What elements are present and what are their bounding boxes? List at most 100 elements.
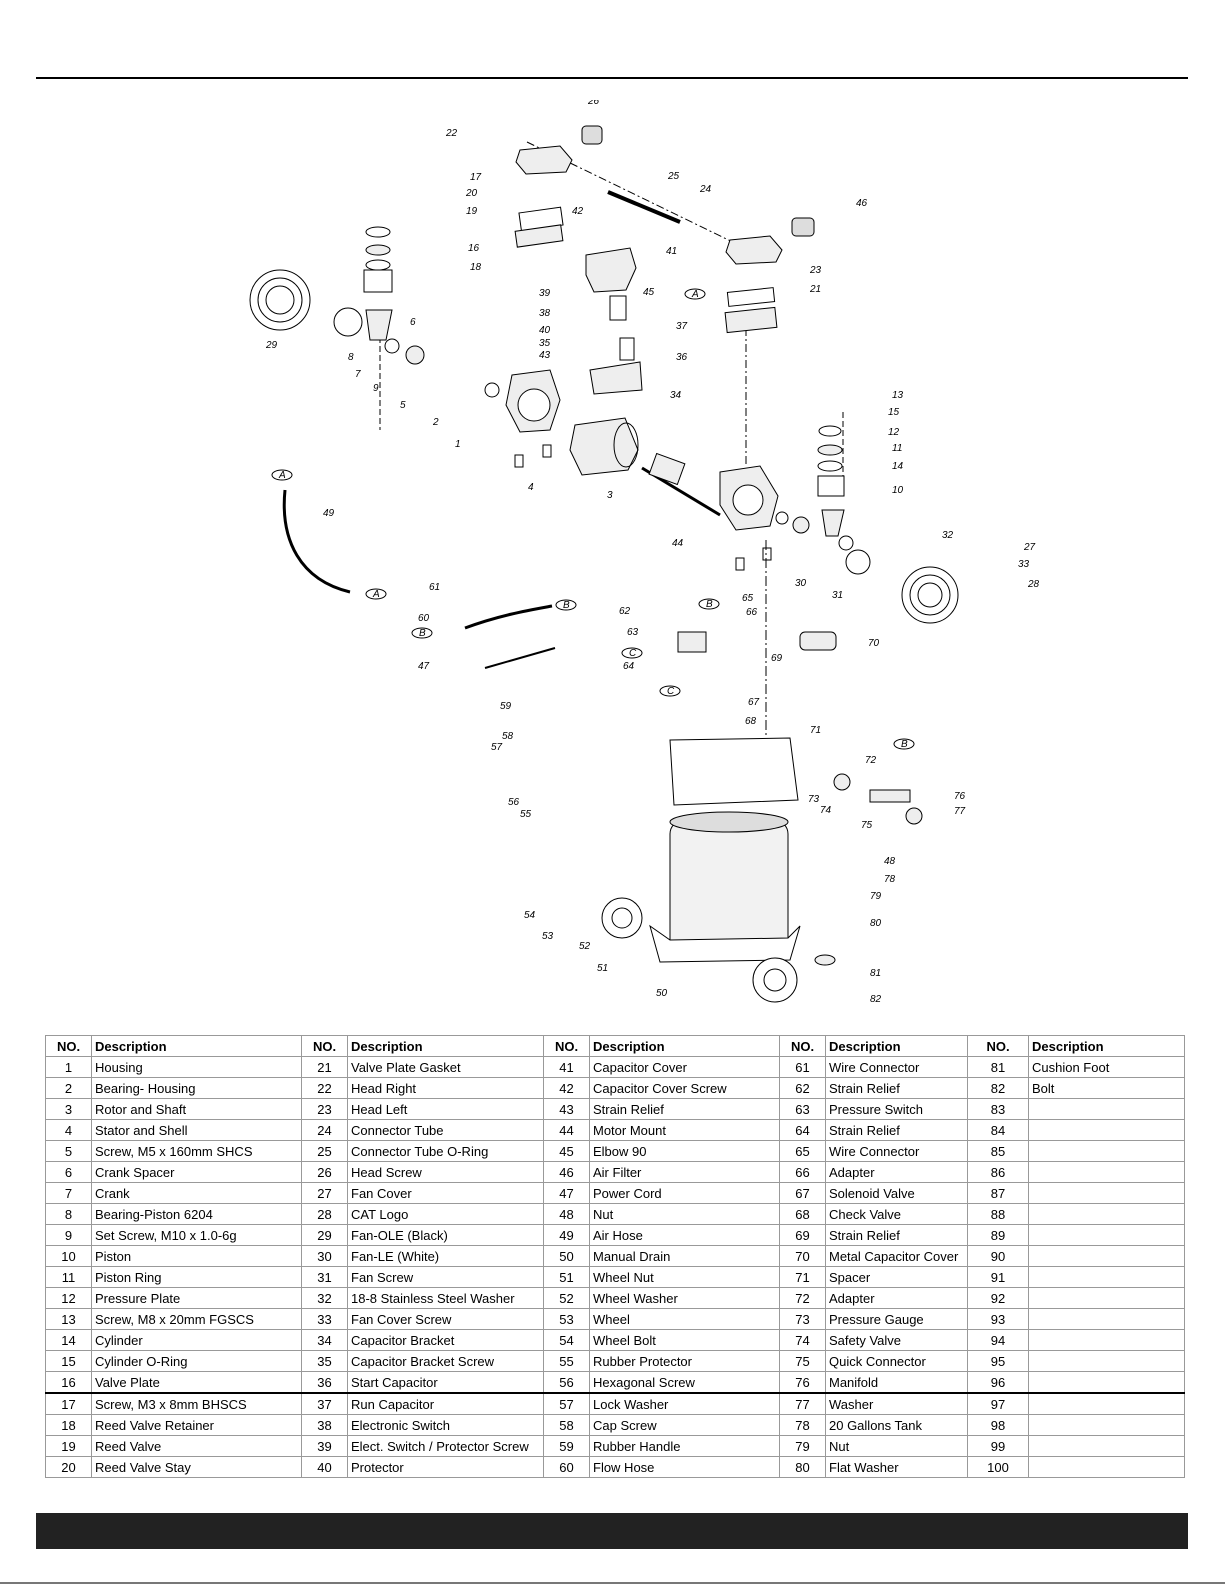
- part-description: Connector Tube: [347, 1119, 544, 1141]
- connector-tag: B: [893, 738, 915, 750]
- part-description: [1028, 1329, 1185, 1351]
- part-callout: 38: [539, 308, 551, 319]
- part-callout: 55: [520, 809, 532, 820]
- part-number: 90: [967, 1245, 1029, 1267]
- part-callout: 77: [954, 806, 966, 817]
- part-number: 82: [967, 1077, 1029, 1099]
- part-description: Manual Drain: [589, 1245, 780, 1267]
- connector-label: B: [419, 628, 426, 639]
- part-description: Bolt: [1028, 1077, 1185, 1099]
- header-no: NO.: [779, 1035, 826, 1057]
- footer-bar: [36, 1513, 1188, 1549]
- part-number: 47: [543, 1182, 590, 1204]
- part-description: Adapter: [825, 1161, 968, 1183]
- part-number: 6: [45, 1161, 92, 1183]
- part-description: Adapter: [825, 1287, 968, 1309]
- part-number: 20: [45, 1456, 92, 1478]
- part-description: Reed Valve Stay: [91, 1456, 302, 1478]
- part-callout: 18: [470, 262, 482, 273]
- part-callout: 64: [623, 661, 635, 672]
- part-description: Reed Valve Retainer: [91, 1414, 302, 1436]
- part-number: 84: [967, 1119, 1029, 1141]
- part-number: 17: [45, 1392, 92, 1415]
- part-number: 86: [967, 1161, 1029, 1183]
- part-number: 46: [543, 1161, 590, 1183]
- part-description: Check Valve: [825, 1203, 968, 1225]
- part-description: Fan-OLE (Black): [347, 1224, 544, 1246]
- part-description: Bearing- Housing: [91, 1077, 302, 1099]
- part-callout: 14: [892, 461, 904, 472]
- part-number: 81: [967, 1056, 1029, 1078]
- part-number: 24: [301, 1119, 348, 1141]
- part-number: 37: [301, 1392, 348, 1415]
- part-callout: 22: [445, 128, 458, 139]
- part-callout: 23: [809, 265, 822, 276]
- part-number: 96: [967, 1371, 1029, 1394]
- part-description: Piston Ring: [91, 1266, 302, 1288]
- part-number: 57: [543, 1392, 590, 1415]
- table-header-row: NO. Description NO. Description NO. Desc…: [45, 1035, 1185, 1057]
- part-description: [1028, 1414, 1185, 1436]
- part-callout: 62: [619, 606, 631, 617]
- part-callout: 30: [795, 578, 807, 589]
- part-description: [1028, 1350, 1185, 1372]
- connector-label: A: [278, 470, 286, 481]
- connector-tag: A: [684, 288, 706, 300]
- part-description: Capacitor Bracket Screw: [347, 1350, 544, 1372]
- part-description: Capacitor Cover Screw: [589, 1077, 780, 1099]
- part-description: 18-8 Stainless Steel Washer: [347, 1287, 544, 1309]
- part-number: 52: [543, 1287, 590, 1309]
- part-callout: 50: [656, 988, 668, 999]
- part-description: Metal Capacitor Cover: [825, 1245, 968, 1267]
- part-number: 50: [543, 1245, 590, 1267]
- header-no: NO.: [967, 1035, 1029, 1057]
- part-number: 10: [45, 1245, 92, 1267]
- part-description: Housing: [91, 1056, 302, 1078]
- part-callout: 80: [870, 918, 882, 929]
- part-callout: 63: [627, 627, 639, 638]
- part-callout: 56: [508, 797, 520, 808]
- connector-label: C: [629, 648, 637, 659]
- part-number: 30: [301, 1245, 348, 1267]
- part-description: Screw, M3 x 8mm BHSCS: [91, 1392, 302, 1415]
- part-callout: 12: [888, 427, 900, 438]
- part-number: 67: [779, 1182, 826, 1204]
- part-number: 64: [779, 1119, 826, 1141]
- part-number: 42: [543, 1077, 590, 1099]
- part-description: Capacitor Bracket: [347, 1329, 544, 1351]
- part-number: 13: [45, 1308, 92, 1330]
- part-description: Wire Connector: [825, 1140, 968, 1162]
- header-description: Description: [1028, 1035, 1185, 1057]
- part-callout: 69: [771, 653, 783, 664]
- connector-tag: C: [621, 647, 643, 659]
- part-description: Solenoid Valve: [825, 1182, 968, 1204]
- part-callout: 78: [884, 874, 896, 885]
- part-callout: 7: [355, 369, 361, 380]
- part-callout: 53: [542, 931, 554, 942]
- connector-label: B: [901, 739, 908, 750]
- part-number: 65: [779, 1140, 826, 1162]
- part-callout: 35: [539, 338, 551, 349]
- part-callout: 49: [323, 508, 335, 519]
- part-number: 38: [301, 1414, 348, 1436]
- part-callout: 76: [954, 791, 966, 802]
- part-description: [1028, 1392, 1185, 1415]
- part-description: [1028, 1287, 1185, 1309]
- part-callout: 72: [865, 755, 877, 766]
- part-description: Cylinder: [91, 1329, 302, 1351]
- part-description: Pressure Switch: [825, 1098, 968, 1120]
- part-callout: 52: [579, 941, 591, 952]
- part-description: Head Right: [347, 1077, 544, 1099]
- part-description: [1028, 1435, 1185, 1457]
- part-description: Spacer: [825, 1266, 968, 1288]
- part-number: 28: [301, 1203, 348, 1225]
- part-number: 99: [967, 1435, 1029, 1457]
- part-callout: 45: [643, 287, 655, 298]
- part-number: 88: [967, 1203, 1029, 1225]
